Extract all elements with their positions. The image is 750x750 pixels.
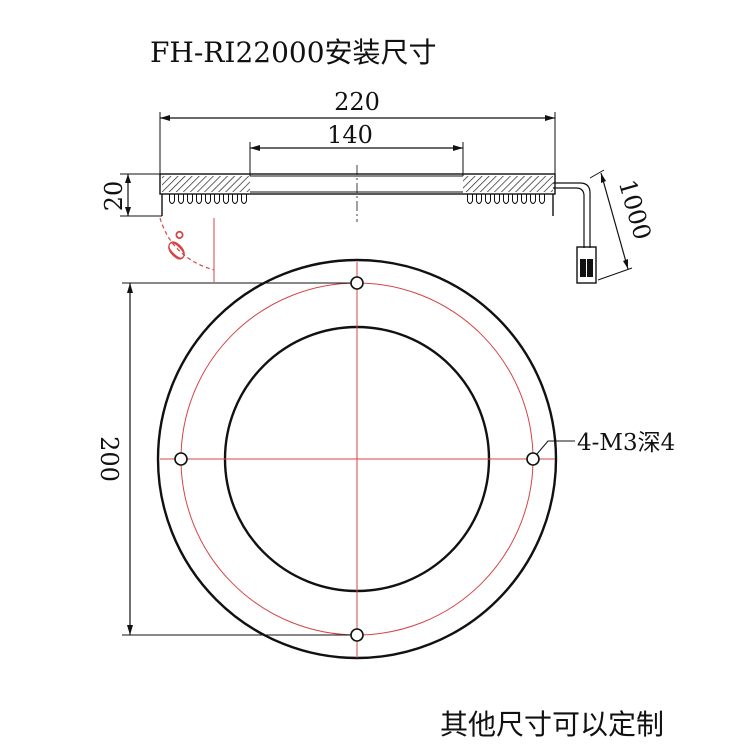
dim-200-arrow-bottom [127,625,133,635]
led-bump [539,194,545,204]
ring-body-outline [159,173,556,195]
dim-1000-ext-top [589,169,605,179]
mounting-hole-bottom [350,628,364,642]
led-bump [521,194,527,204]
led-bump [196,194,202,204]
led-bump [494,194,500,204]
dim-200-arrow-top [127,283,133,293]
dim-220-arrow-left [160,115,170,121]
dim-20-label: 20 [100,181,128,212]
ring-hatch-left [162,176,250,192]
dim-1000-arrow-bottom [623,259,628,269]
led-bump [467,194,473,204]
led-bump [512,194,518,204]
dim-220-label: 220 [334,88,380,116]
led-bump [241,194,247,204]
angle-label: 0° [161,225,202,266]
dim-140-arrow-left [250,145,260,151]
dim-1000-arrow-top [601,173,606,183]
mounting-hole-label: 4-M3深4 [577,430,675,456]
led-bumps [169,194,545,204]
mounting-hole-right [526,452,540,466]
led-bump [503,194,509,204]
led-bump [232,194,238,204]
dim-1000-label: 1000 [613,177,657,243]
angle-arc [159,217,215,271]
ring-hatch-right [463,176,553,192]
led-bump [178,194,184,204]
dim-1000-line [600,172,629,270]
cable-bend-inner [553,187,585,248]
led-bump [223,194,229,204]
led-bump [476,194,482,204]
dim-1000-ext-bottom [597,267,633,281]
customization-note: 其他尺寸可以定制 [440,708,664,741]
led-bump [485,194,491,204]
mounting-hole-left [174,452,188,466]
dim-220-arrow-right [545,115,555,121]
drawing-title: FH-RI22000安装尺寸 [150,36,437,69]
led-bump [169,194,175,204]
cable-bend [553,182,591,248]
side-view: 220 140 [100,88,657,284]
dim-20-arrow-bottom [125,207,131,216]
led-bump [530,194,536,204]
mounting-hole-leader [536,440,575,455]
mounting-hole-top [350,276,364,290]
top-view: 200 4-M3深4 [95,258,675,660]
dim-140-arrow-right [453,145,463,151]
dim-20-arrow-top [125,174,131,183]
led-bump [187,194,193,204]
dim-140-label: 140 [327,121,373,149]
led-bump [214,194,220,204]
cable-connector [576,246,597,284]
led-bump [205,194,211,204]
dim-200-label: 200 [95,436,123,482]
